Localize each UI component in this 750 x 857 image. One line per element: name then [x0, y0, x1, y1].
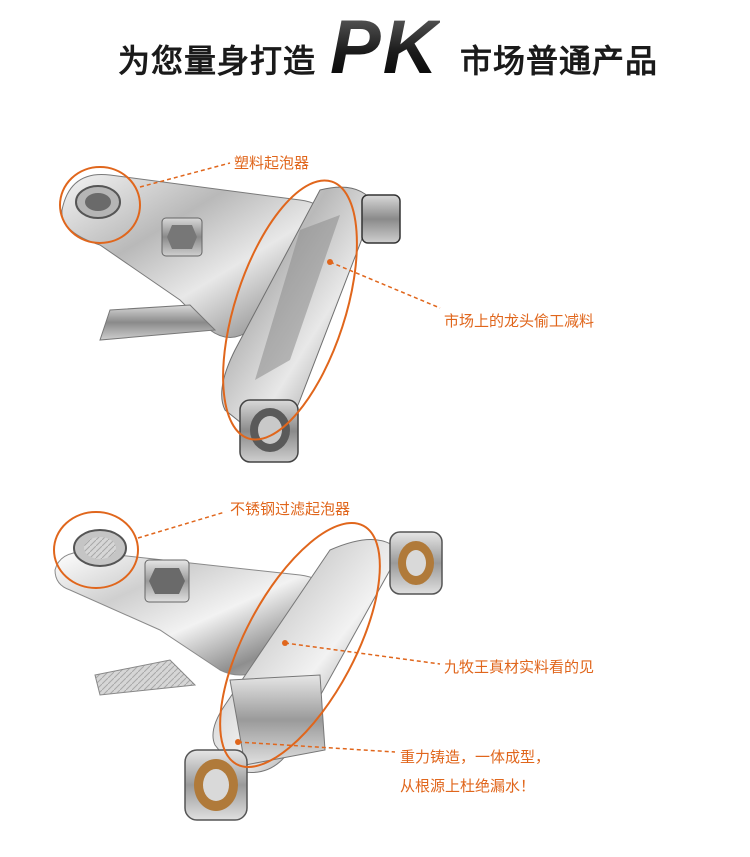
brand-body-highlight-circle [219, 522, 381, 768]
market-body-highlight-circle [222, 179, 358, 441]
brand-faucet-section: 不锈钢过滤起泡器 九牧王真材实料看的见 重力铸造，一体成型， 从根源上杜绝漏水！ [0, 480, 750, 857]
market-faucet-illustration [59, 162, 441, 463]
market-body-label: 市场上的龙头偷工减料 [444, 312, 595, 330]
market-aerator-highlight-circle [59, 166, 141, 244]
market-faucet-nut-top [361, 194, 401, 244]
header-right-text: 市场普通产品 [460, 42, 659, 80]
brand-aerator-highlight-circle [53, 511, 139, 589]
brand-cast-label-line1: 重力铸造，一体成型， [400, 748, 551, 766]
brand-faucet-illustration [53, 511, 443, 821]
market-aerator-label: 塑料起泡器 [234, 154, 310, 172]
market-faucet-lever [99, 304, 217, 341]
market-faucet-section: 塑料起泡器 市场上的龙头偷工减料 [59, 154, 595, 463]
market-faucet-hollow [255, 215, 340, 380]
brand-body-label: 九牧王真材实料看的见 [444, 658, 595, 676]
pk-logo-text: PK [330, 5, 440, 90]
header-left-text: 为您量身打造 [118, 42, 317, 80]
header-banner: 为您量身打造 PK 市场普通产品 [0, 0, 750, 110]
brand-cast-label-line2: 从根源上杜绝漏水！ [400, 777, 536, 795]
brand-faucet-lever [94, 659, 197, 696]
brand-aerator-label: 不锈钢过滤起泡器 [230, 500, 351, 518]
